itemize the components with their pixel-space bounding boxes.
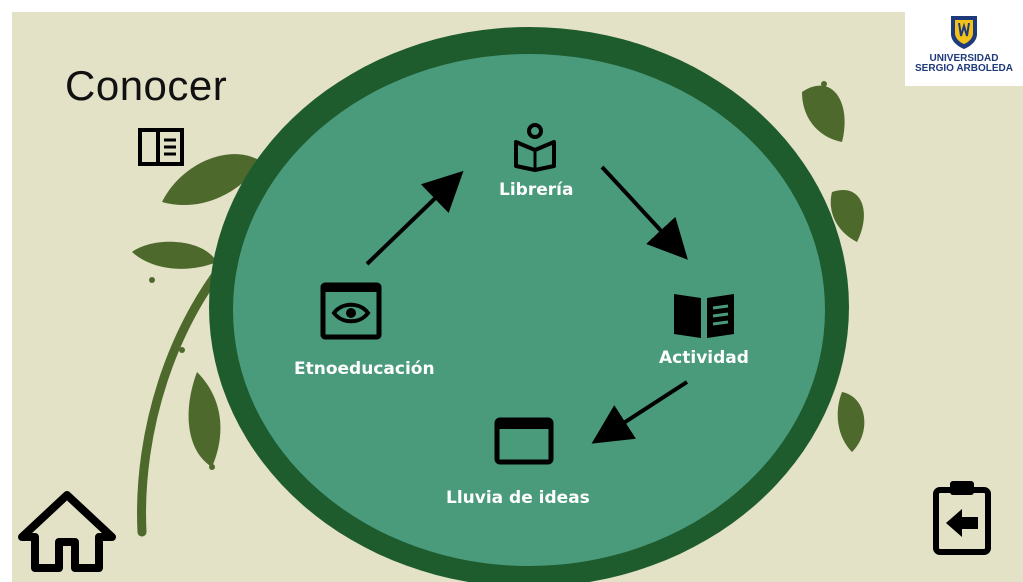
arrow-etno-to-libreria bbox=[365, 170, 464, 266]
flow-arrows bbox=[365, 165, 689, 444]
node-libreria[interactable]: Librería bbox=[482, 122, 592, 202]
node-actividad[interactable]: Actividad bbox=[654, 290, 764, 370]
slide-canvas: Conocer UNIVERSIDAD SERGIO ARBOLEDA Libr… bbox=[12, 12, 1023, 582]
university-logo: UNIVERSIDAD SERGIO ARBOLEDA bbox=[905, 12, 1023, 86]
node-label-libreria: Librería bbox=[499, 180, 574, 200]
node-label-actividad: Actividad bbox=[659, 348, 749, 368]
open-book-icon bbox=[674, 294, 734, 338]
page-title: Conocer bbox=[65, 62, 228, 109]
back-button[interactable] bbox=[932, 478, 992, 556]
reader-icon bbox=[514, 123, 556, 172]
eye-icon bbox=[320, 282, 382, 340]
central-circle bbox=[209, 27, 849, 582]
logo-line-2: SERGIO ARBOLEDA bbox=[915, 63, 1013, 74]
arrow-libreria-to-actividad bbox=[600, 165, 688, 260]
node-etnoeducacion[interactable]: Etnoeducación bbox=[290, 282, 450, 382]
window-icon bbox=[494, 417, 554, 465]
logo-line-1: UNIVERSIDAD bbox=[929, 53, 999, 64]
home-button[interactable] bbox=[17, 490, 117, 572]
logo-text: UNIVERSIDAD SERGIO ARBOLEDA bbox=[905, 54, 1023, 74]
reader-view-icon[interactable] bbox=[138, 128, 184, 166]
node-label-etnoeducacion: Etnoeducación bbox=[294, 359, 435, 379]
arrow-actividad-to-lluvia bbox=[591, 380, 689, 444]
node-lluvia-de-ideas[interactable]: Lluvia de ideas bbox=[442, 417, 612, 508]
node-label-lluvia-de-ideas: Lluvia de ideas bbox=[446, 488, 590, 508]
shield-icon bbox=[951, 16, 977, 49]
